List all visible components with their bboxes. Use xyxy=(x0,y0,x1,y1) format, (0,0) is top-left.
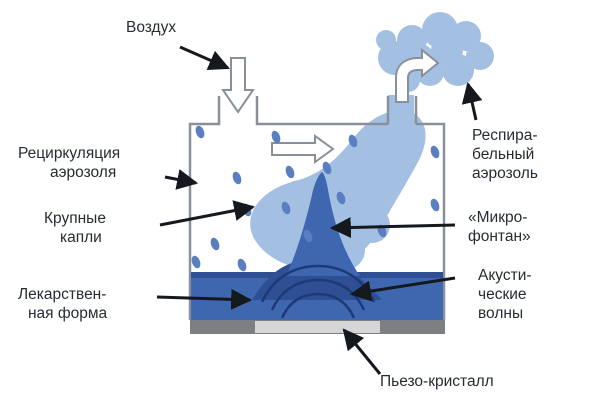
label-respirable-line2: бельный xyxy=(472,146,535,163)
outlet-arrow xyxy=(395,47,440,103)
label-micro-fountain: «Микро- фонтан» xyxy=(468,208,531,246)
label-drug-form: Лекарствен- ная форма xyxy=(18,285,107,323)
label-acoustic-line3: волны xyxy=(478,305,524,322)
label-micro-fountain-line2: фонтан» xyxy=(468,228,531,245)
label-recirculation-line2: аэрозоля xyxy=(50,164,117,181)
pointer-arrows xyxy=(156,45,483,375)
micro-fountain xyxy=(286,172,360,276)
droplets xyxy=(191,125,440,272)
label-large-drops-line2: капли xyxy=(60,229,102,246)
label-air: Воздух xyxy=(126,19,177,36)
label-recirculation: Рециркуляция аэрозоля xyxy=(18,144,120,182)
label-micro-fountain-line1: «Микро- xyxy=(468,209,528,226)
label-acoustic-line1: Акусти- xyxy=(478,267,532,284)
base-plate xyxy=(190,320,445,334)
label-acoustic-waves: Акусти- ческие волны xyxy=(478,266,532,323)
label-respirable-line1: Респира- xyxy=(472,127,538,144)
flow-arrow xyxy=(271,134,335,164)
label-acoustic-line2: ческие xyxy=(478,286,527,303)
label-respirable-line3: аэрозоль xyxy=(472,165,538,182)
air-inlet-arrow xyxy=(221,57,255,114)
label-recirculation-line1: Рециркуляция xyxy=(18,145,121,162)
label-piezo-crystal: Пьезо-кристалл xyxy=(380,373,494,390)
chamber xyxy=(188,96,446,320)
label-drug-form-line1: Лекарствен- xyxy=(18,286,107,303)
label-large-drops-line1: Крупные xyxy=(44,210,106,227)
label-respirable-aerosol: Респира- бельный аэрозоль xyxy=(472,126,538,183)
label-drug-form-line2: ная форма xyxy=(28,305,108,322)
respirable-aerosol-puff xyxy=(376,12,494,92)
label-large-drops: Крупные капли xyxy=(44,209,106,247)
